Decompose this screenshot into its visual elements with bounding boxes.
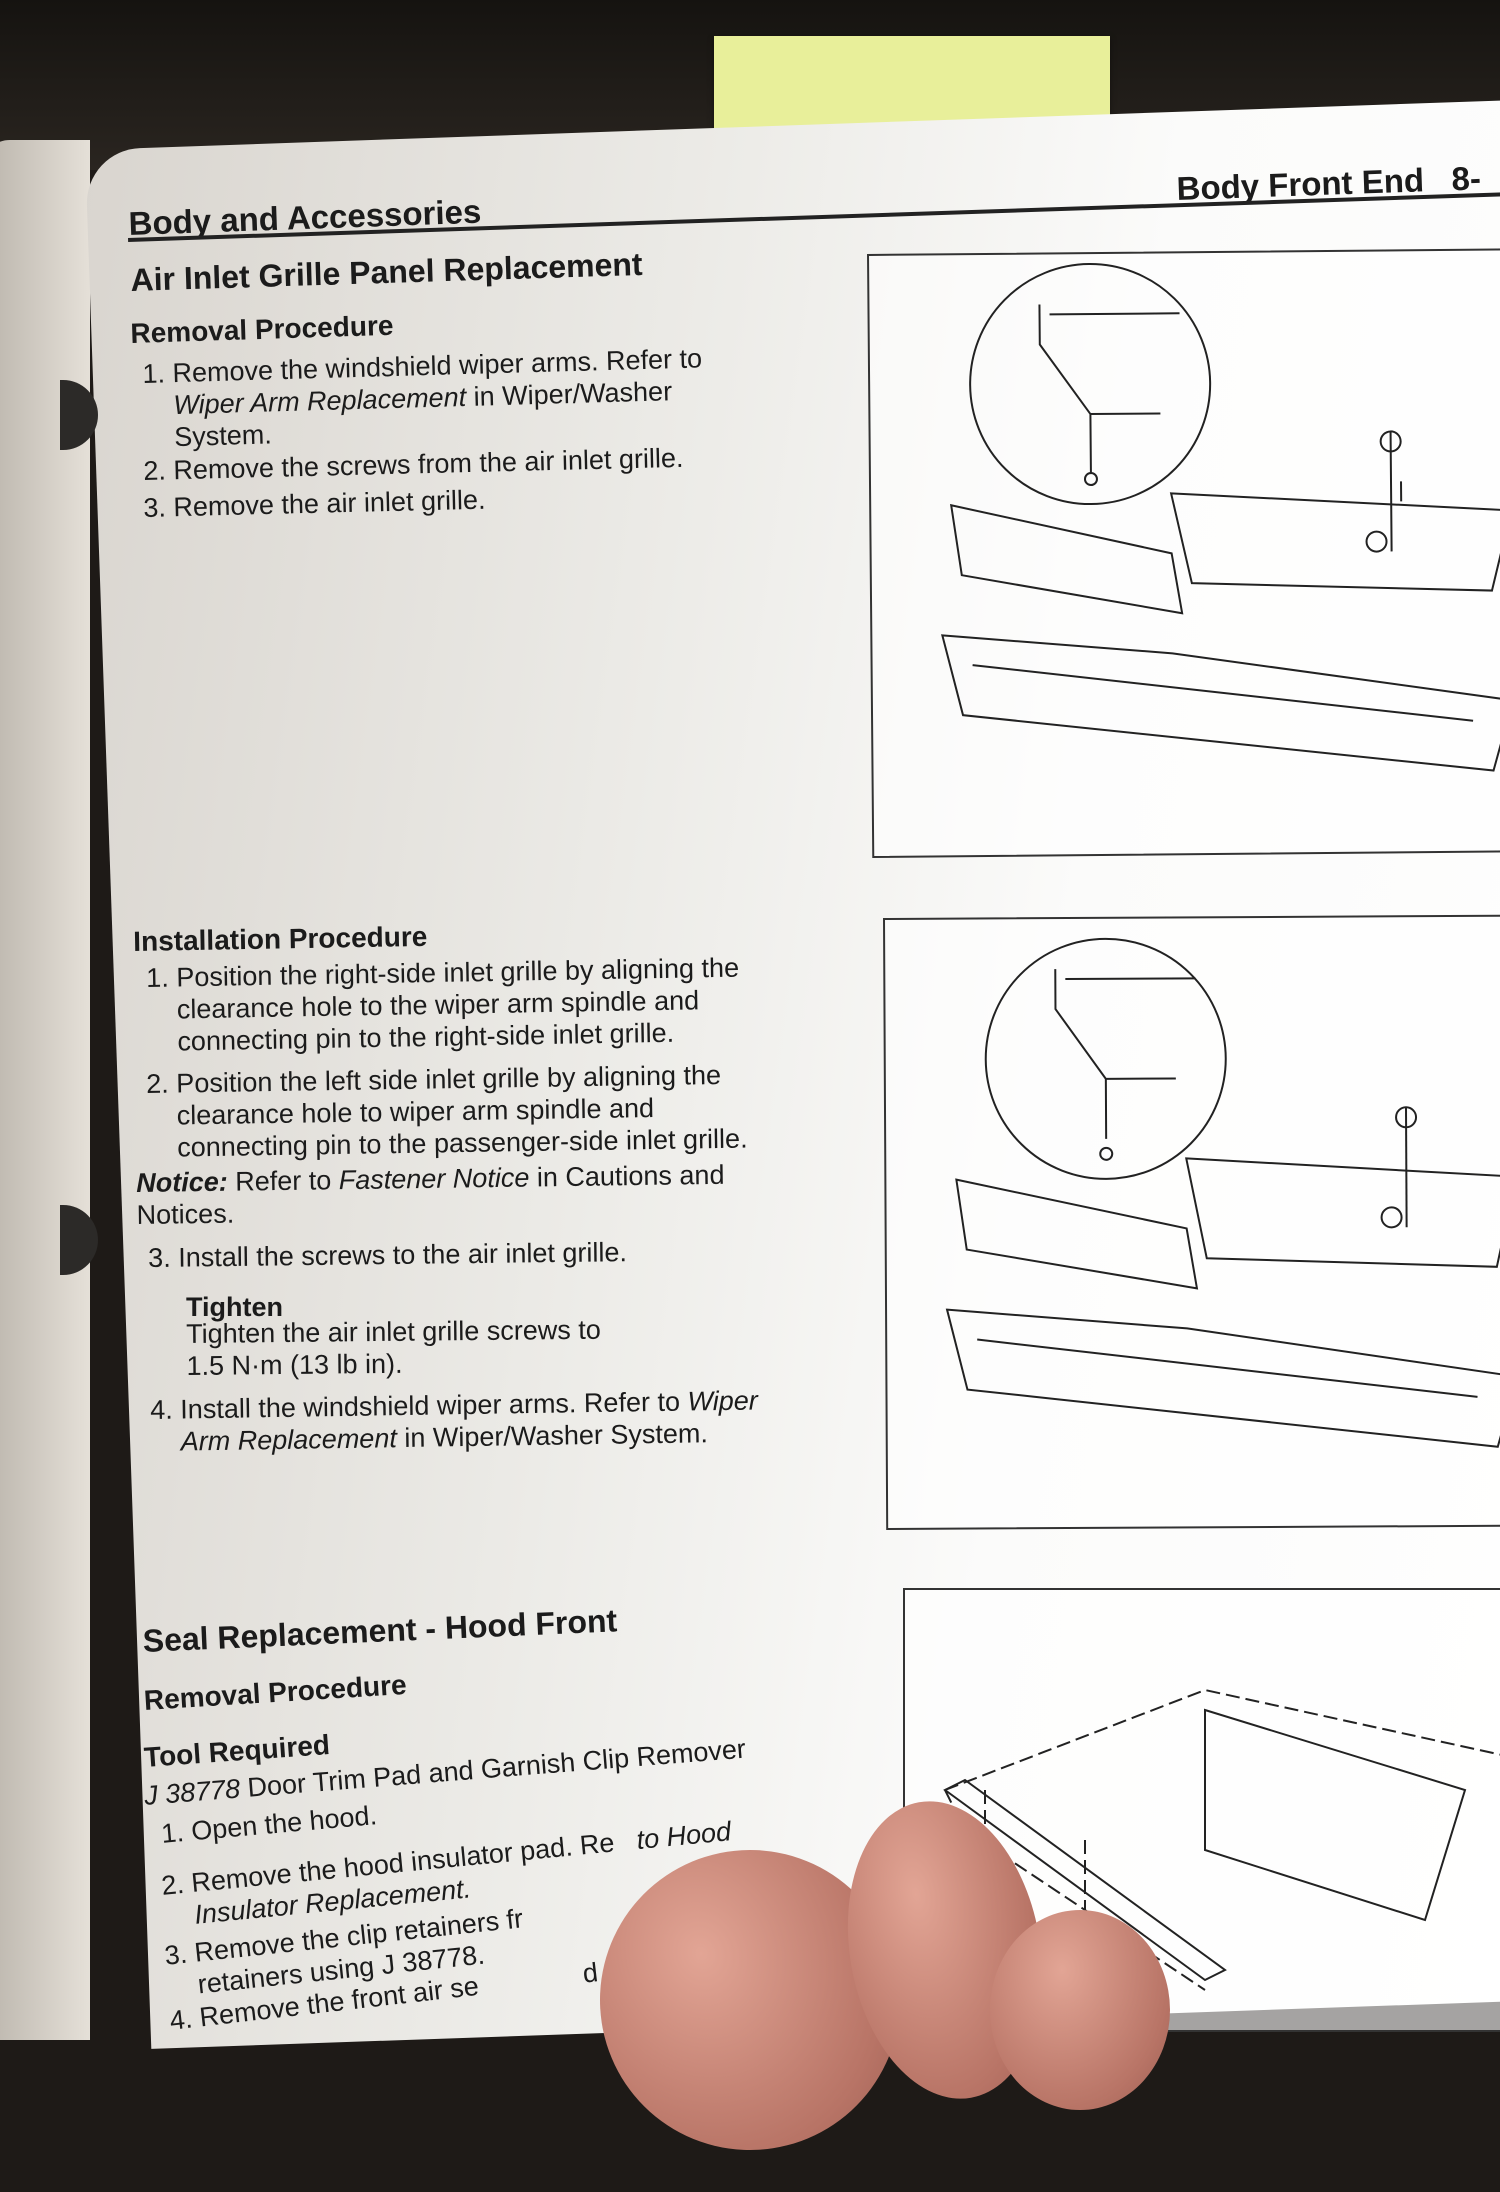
binder-hole	[60, 380, 98, 450]
removal-step-1: 1. Remove the windshield wiper arms. Ref…	[142, 343, 703, 453]
fastener-notice: Notice: Refer to Fastener Notice in Caut…	[136, 1159, 725, 1230]
install-step-3: 3. Install the screws to the air inlet g…	[148, 1237, 628, 1273]
install-step-1: 1. Position the right-side inlet grille …	[146, 952, 740, 1057]
grille-installation-illustration	[883, 914, 1500, 1530]
binder-hole	[60, 1205, 98, 1275]
installation-heading: Installation Procedure	[133, 920, 428, 957]
finger	[990, 1910, 1170, 2110]
left-page-edge	[0, 140, 90, 2040]
grille-removal-illustration	[867, 248, 1500, 858]
hood-insulator-ref: to Hood	[635, 1816, 733, 1856]
page-number: 8-	[1450, 159, 1482, 198]
install-step-4: 4. Install the windshield wiper arms. Re…	[150, 1385, 758, 1457]
install-step-2: 2. Position the left side inlet grille b…	[146, 1059, 748, 1163]
tighten-heading: Tighten	[186, 1292, 283, 1322]
